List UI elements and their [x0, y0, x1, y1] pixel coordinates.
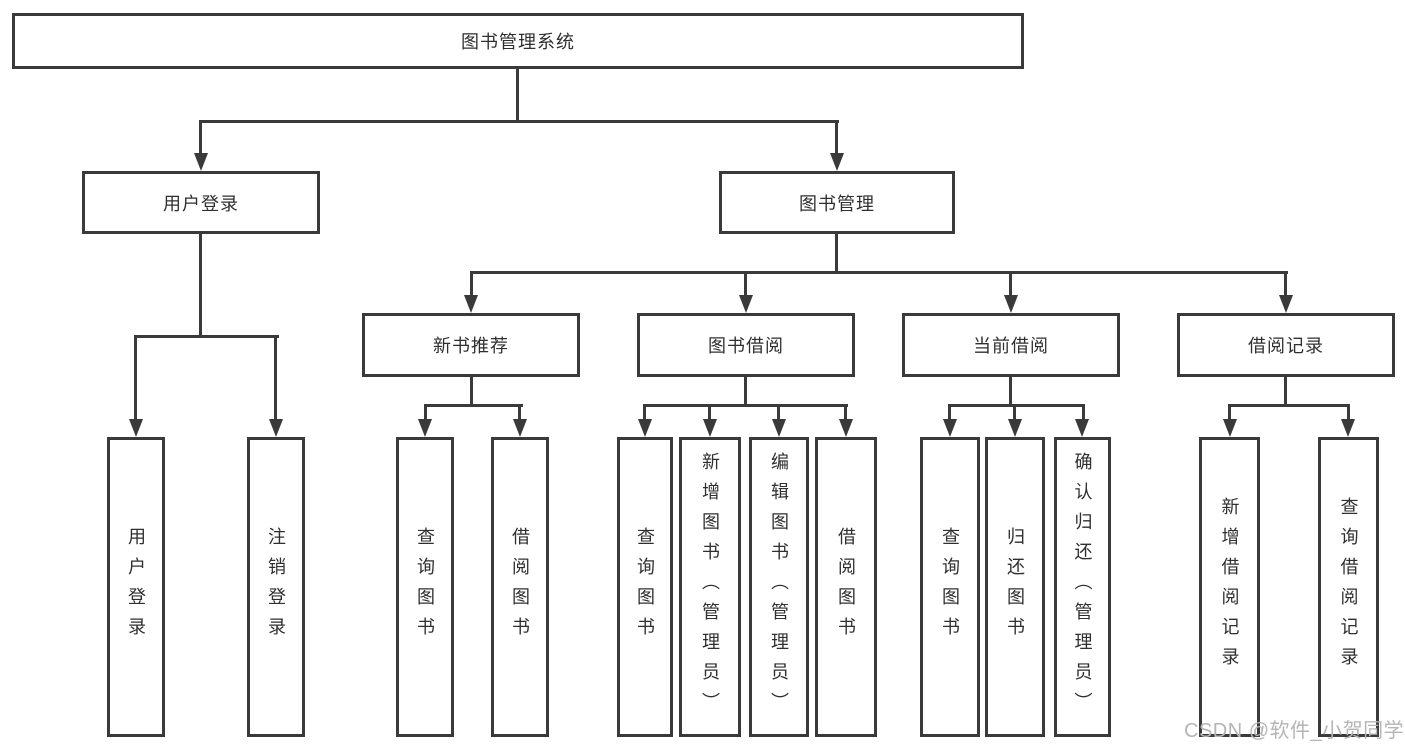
connector-line-v — [1284, 271, 1287, 298]
leaf-label: 借阅图书 — [836, 527, 856, 647]
connector-line-v — [470, 377, 473, 407]
connector-line-v — [835, 234, 838, 274]
arrowhead-down — [129, 419, 143, 437]
connector-line-v — [1009, 271, 1012, 298]
leaf-return-books: 归还图书 — [985, 437, 1045, 737]
arrowhead-down — [1223, 419, 1237, 437]
leaf-query-books-recommend: 查询图书 — [396, 437, 454, 737]
arrowhead-down — [830, 153, 844, 171]
node-current-borrowing: 当前借阅 — [902, 313, 1120, 377]
leaf-borrow-books-borrowing: 借阅图书 — [815, 437, 877, 737]
arrowhead-down — [464, 295, 478, 313]
connector-line-v — [134, 335, 137, 421]
arrowhead-down — [943, 419, 957, 437]
connector-line-v — [470, 271, 473, 298]
connector-line-v — [424, 404, 427, 421]
arrowhead-down — [739, 295, 753, 313]
leaf-add-books-admin: 新增图书（管理员） — [679, 437, 741, 737]
node-borrowing-records: 借阅记录 — [1177, 313, 1395, 377]
arrowhead-down — [1279, 295, 1293, 313]
leaf-label: 确认归还（管理员） — [1072, 452, 1093, 722]
leaf-label: 用户登录 — [126, 527, 146, 647]
connector-line-v — [516, 69, 519, 122]
leaf-query-books-borrowing: 查询图书 — [617, 437, 673, 737]
connector-line-v — [744, 377, 747, 407]
connector-line-v — [643, 404, 646, 421]
connector-line-h — [948, 404, 1085, 407]
leaf-label: 查询图书 — [635, 527, 655, 647]
node-new-book-recommendation: 新书推荐 — [362, 313, 580, 377]
connector-line-h — [1228, 404, 1350, 407]
connector-line-v — [1013, 404, 1016, 421]
connector-line-v — [199, 234, 202, 338]
arrowhead-down — [194, 153, 208, 171]
arrowhead-down — [418, 419, 432, 437]
connector-line-v — [744, 271, 747, 298]
leaf-label: 归还图书 — [1005, 527, 1025, 647]
connector-line-v — [844, 404, 847, 421]
arrowhead-down — [772, 419, 786, 437]
leaf-label: 查询图书 — [415, 527, 435, 647]
leaf-label: 新增图书（管理员） — [700, 452, 720, 722]
connector-line-h — [200, 120, 839, 123]
connector-line-v — [1082, 404, 1085, 421]
arrowhead-down — [638, 419, 652, 437]
connector-line-v — [1009, 377, 1012, 407]
node-book-borrowing: 图书借阅 — [637, 313, 855, 377]
watermark: CSDN @软件_小贺同学 — [1184, 720, 1405, 742]
leaf-add-borrow-record: 新增借阅记录 — [1199, 437, 1260, 737]
leaf-label: 查询借阅记录 — [1338, 497, 1359, 677]
leaf-query-borrow-record: 查询借阅记录 — [1318, 437, 1379, 737]
connector-line-v — [199, 120, 202, 158]
connector-line-v — [777, 404, 780, 421]
connector-line-v — [948, 404, 951, 421]
leaf-query-books-current: 查询图书 — [920, 437, 980, 737]
leaf-edit-books-admin: 编辑图书（管理员） — [749, 437, 809, 737]
arrowhead-down — [839, 419, 853, 437]
connector-line-v — [274, 335, 277, 421]
arrowhead-down — [1075, 419, 1089, 437]
connector-line-v — [518, 404, 521, 421]
connector-line-v — [1284, 377, 1287, 407]
leaf-label: 借阅图书 — [510, 527, 530, 647]
node-user-login: 用户登录 — [82, 171, 320, 234]
node-book-management: 图书管理 — [719, 171, 955, 234]
node-system-root: 图书管理系统 — [12, 13, 1024, 69]
connector-line-h — [643, 404, 848, 407]
connector-line-v — [1228, 404, 1231, 421]
leaf-confirm-return-admin: 确认归还（管理员） — [1054, 437, 1111, 737]
leaf-label: 编辑图书（管理员） — [769, 452, 789, 722]
connector-line-h — [134, 335, 279, 338]
arrowhead-down — [1008, 419, 1022, 437]
leaf-label: 新增借阅记录 — [1219, 497, 1240, 677]
arrowhead-down — [1341, 419, 1355, 437]
leaf-label: 查询图书 — [940, 527, 960, 647]
connector-line-v — [835, 120, 838, 158]
arrowhead-down — [1004, 295, 1018, 313]
connector-line-h — [424, 404, 523, 407]
arrowhead-down — [703, 419, 717, 437]
connector-line-v — [708, 404, 711, 421]
arrowhead-down — [269, 419, 283, 437]
leaf-user-login: 用户登录 — [107, 437, 165, 737]
connector-line-v — [1347, 404, 1350, 421]
leaf-borrow-books-recommend: 借阅图书 — [491, 437, 549, 737]
connector-line-h — [470, 271, 1288, 274]
leaf-label: 注销登录 — [266, 527, 286, 647]
arrowhead-down — [513, 419, 527, 437]
leaf-logout-login: 注销登录 — [247, 437, 305, 737]
